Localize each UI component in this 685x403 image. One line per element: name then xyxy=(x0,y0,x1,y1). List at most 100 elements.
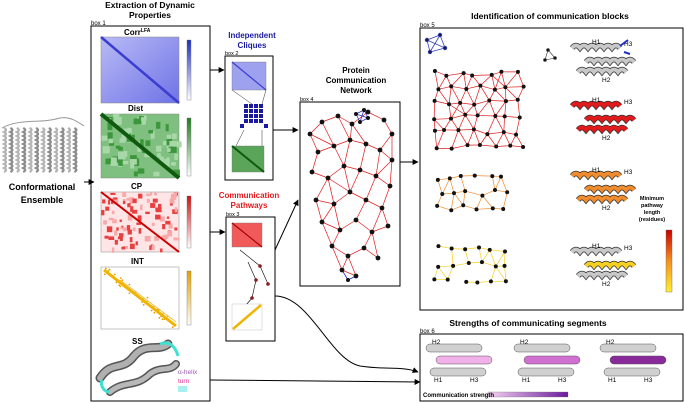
box6-frame xyxy=(419,333,684,402)
strength-label-h3: H3 xyxy=(470,377,479,384)
int-label: INT xyxy=(131,257,144,266)
extraction-title-line1: Extraction of Dynamic xyxy=(105,0,195,10)
colorbar-label-line3: length xyxy=(644,210,661,216)
int-colorbar xyxy=(186,270,192,326)
ensemble-label-line2: Ensemble xyxy=(21,195,64,205)
box5-blocks: Identification of communication blocks b… xyxy=(419,11,684,311)
ss-legend-helix: α-helix xyxy=(178,369,198,376)
ss-legend-turn: turn xyxy=(178,378,190,385)
helix-label-h1: H1 xyxy=(592,167,601,174)
helix-label-h3: H3 xyxy=(624,99,633,106)
ensemble-structure-image xyxy=(1,117,85,173)
network-title-line2: Communication xyxy=(326,76,387,85)
dist-texture xyxy=(101,114,182,177)
helix-label-h3: H3 xyxy=(624,245,633,252)
ss-panel: SS α-helix turn xyxy=(95,337,198,396)
box3-frame xyxy=(225,216,276,342)
blue-clique-graph xyxy=(424,32,448,55)
ss-label: SS xyxy=(132,337,143,346)
strength-label-h1: H1 xyxy=(434,377,443,384)
box3-pathways: Communication Pathways box 3 xyxy=(219,191,280,342)
helix-label-h2: H2 xyxy=(602,135,611,142)
box5-label: box 5 xyxy=(420,23,435,29)
helix-label-h2: H2 xyxy=(602,77,611,84)
communication-network-graph xyxy=(307,108,395,282)
strength-label-h2: H2 xyxy=(520,339,529,346)
box2-label: box 2 xyxy=(225,51,238,57)
strength-label-h2: H2 xyxy=(606,339,615,346)
pathways-title-line2: Pathways xyxy=(231,201,268,210)
dist-panel: Dist xyxy=(99,104,192,180)
helix-label-h1: H1 xyxy=(592,39,601,46)
cp-texture xyxy=(101,192,180,253)
cp-label: CP xyxy=(131,182,143,191)
ensemble-label-line1: Conformational xyxy=(9,182,76,192)
helix-label-h2: H2 xyxy=(602,281,611,288)
cliques-title-line2: Cliques xyxy=(238,41,267,50)
corr-colorbar xyxy=(186,39,192,101)
connector-arrows xyxy=(209,67,421,385)
strength-label-h2: H2 xyxy=(432,339,441,346)
box1-extraction: Extraction of Dynamic Properties box 1 C… xyxy=(90,0,211,402)
cliques-title-line1: Independent xyxy=(228,31,276,40)
strength-label-h3: H3 xyxy=(644,377,653,384)
dist-diagonal xyxy=(99,112,181,180)
colorbar-label-line2: pathway xyxy=(641,203,664,209)
colorbar-label-line4: (residues) xyxy=(639,217,665,223)
helix-label-h3: H3 xyxy=(624,169,633,176)
ss-structure xyxy=(95,339,180,396)
min-pathway-colorbar xyxy=(665,229,673,293)
box4-label: box 4 xyxy=(300,97,313,103)
helix-label-h2: H2 xyxy=(602,205,611,212)
box1-frame xyxy=(90,25,211,402)
network-title-line3: Network xyxy=(340,86,372,95)
box6-strengths: Strengths of communicating segments box … xyxy=(419,318,684,402)
corr-diagonal xyxy=(100,36,180,104)
ss-legend-other-swatch xyxy=(178,386,187,392)
strength-label-h1: H1 xyxy=(522,377,531,384)
box2-frame xyxy=(224,55,274,181)
int-diagonal xyxy=(103,268,177,328)
clique-matrix xyxy=(240,104,268,128)
cp-panel: CP xyxy=(100,182,192,253)
int-panel: INT xyxy=(100,257,192,330)
strength-colorbar xyxy=(487,391,569,398)
box3-label: box 3 xyxy=(226,212,239,218)
helix-label-h1: H1 xyxy=(592,97,601,104)
strength-label-h3: H3 xyxy=(558,377,567,384)
strength-legend: Communication strength xyxy=(423,393,494,399)
helix-label-h3: H3 xyxy=(624,41,633,48)
tiny-triangle-graph xyxy=(543,48,557,62)
strengths-title: Strengths of communicating segments xyxy=(449,318,607,328)
box6-label: box 6 xyxy=(420,329,435,335)
box1-label: box 1 xyxy=(91,21,106,27)
box4-network: Protein Communication Network box 4 xyxy=(299,66,401,287)
box4-frame xyxy=(299,101,401,287)
blocks-title: Identification of communication blocks xyxy=(471,11,629,21)
corr-panel: CorrLFA xyxy=(100,28,192,104)
strength-label-h1: H1 xyxy=(608,377,617,384)
extraction-title-line2: Properties xyxy=(129,10,171,20)
box2-cliques: Independent Cliques box 2 xyxy=(224,31,276,181)
dist-label: Dist xyxy=(128,104,143,113)
helix-label-h1: H1 xyxy=(592,243,601,250)
corr-label: CorrLFA xyxy=(124,28,151,37)
conformational-ensemble: Conformational Ensemble xyxy=(1,117,85,205)
pathways-title-line1: Communication xyxy=(219,191,280,200)
dist-colorbar xyxy=(186,117,192,177)
cp-colorbar xyxy=(186,195,192,249)
colorbar-label-line1: Minimum xyxy=(640,196,664,202)
cp-diagonal xyxy=(100,191,180,253)
network-title-line1: Protein xyxy=(342,66,370,75)
box5-frame xyxy=(419,27,684,311)
